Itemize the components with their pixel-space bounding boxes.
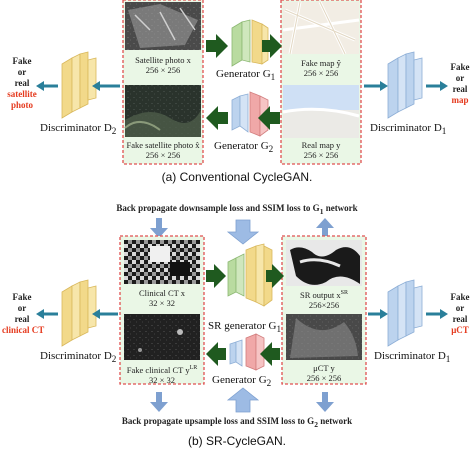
disc-left-label-a: Discriminator D2 — [40, 122, 117, 137]
satellite-photo-image — [125, 2, 201, 50]
arrow-g1-out-a — [262, 34, 282, 58]
gen-bottom-label-a: Generator G2 — [214, 140, 274, 155]
output-right-b-class: μCT — [451, 325, 469, 335]
output-right-a: Fake or real map — [446, 62, 474, 106]
panel-b-right-images — [281, 235, 367, 385]
real-map-image — [282, 85, 360, 138]
caption-b: (b) SR-CycleGAN. — [187, 434, 286, 448]
output-left-a-line3: real — [14, 78, 30, 88]
gen-bottom-label-b: Generator G2 — [212, 374, 272, 389]
panel-b-top-arrows — [150, 218, 334, 245]
output-left-a: Fake or real satellite photo — [4, 56, 40, 111]
generator-g2-net-b — [229, 333, 265, 371]
fake-sat-caption: Fake satellite photo x̂256 × 256 — [126, 140, 200, 160]
gen-top-label-a: Generator G1 — [216, 68, 276, 83]
panel-b-left-images — [119, 235, 205, 385]
output-right-b: Fake or real μCT — [446, 292, 474, 336]
output-left-b: Fake or real clinical CT — [2, 292, 45, 335]
fake-map-image — [282, 1, 360, 55]
output-left-a-line1: Fake — [12, 56, 32, 66]
discriminator-d1-net-b — [387, 279, 423, 347]
output-right-a-line3: real — [452, 84, 468, 94]
arrow-g2-in-a — [258, 106, 280, 130]
disc-right-label-a: Discriminator D1 — [370, 122, 447, 137]
discriminator-d2-net-b — [61, 279, 97, 347]
generator-g1-net-a — [231, 19, 269, 67]
panel-a-right-images — [280, 0, 362, 165]
panel-a-left-images — [122, 0, 204, 165]
discriminator-d2-net-a — [61, 51, 97, 119]
output-left-a-class1: satellite — [7, 89, 37, 99]
sr-gen-label-b: SR generator G1 — [208, 320, 282, 335]
arrow-g2-in-b — [260, 342, 280, 366]
generator-g2-net-a — [231, 91, 269, 137]
output-left-b-class: clinical CT — [2, 325, 45, 335]
sr-generator-g1-net-b — [227, 243, 273, 307]
arrow-g2-out-b — [206, 342, 226, 366]
mu-ct-image — [286, 314, 362, 360]
fake-satellite-photo-image — [124, 85, 201, 137]
output-right-a-line2: or — [455, 73, 465, 83]
arrow-g1-out-b — [266, 264, 284, 288]
bottom-note-b: Back propagate upsample loss and SSIM lo… — [121, 416, 353, 429]
arrow-g2-out-a — [206, 106, 228, 130]
caption-a: (a) Conventional CycleGAN. — [161, 170, 313, 184]
top-note-b: Back propagate downsample loss and SSIM … — [116, 203, 358, 216]
disc-left-label-b: Discriminator D2 — [40, 350, 117, 365]
sr-output-image — [286, 240, 362, 286]
output-left-a-line2: or — [17, 67, 27, 77]
clinical-ct-image — [124, 240, 200, 284]
output-right-a-class: map — [451, 95, 469, 105]
panel-b-bottom-arrows — [150, 387, 334, 413]
arrow-g1-in-b — [206, 264, 226, 288]
arrow-g1-in-a — [206, 34, 228, 58]
discriminator-d1-net-a — [387, 51, 423, 119]
output-right-a-line1: Fake — [450, 62, 470, 72]
disc-right-label-b: Discriminator D1 — [374, 350, 451, 365]
output-left-a-class2: photo — [10, 100, 33, 110]
fake-clinical-ct-image — [124, 314, 200, 360]
